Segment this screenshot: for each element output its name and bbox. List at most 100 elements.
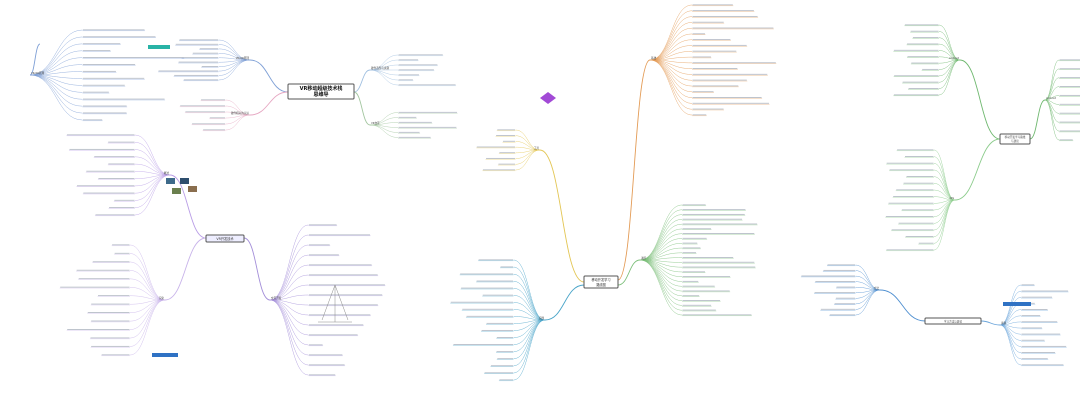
- branch-label-4-0[interactable]: 方法: [874, 286, 880, 290]
- leaf-text-line-0-0-9: [83, 92, 109, 93]
- leaf-connector-2-3-16: [514, 320, 546, 373]
- branch-label-3-0[interactable]: Android: [949, 56, 959, 60]
- leaf-text-line-3-0-1: [1060, 68, 1080, 69]
- center-title-learn-line2: 与建议: [1011, 139, 1019, 143]
- leaf-text-line-1-1-2: [93, 261, 130, 262]
- leaf-connector-3-0-11: [939, 60, 960, 95]
- center-node-advice[interactable]: 学习方法与建议: [925, 318, 981, 324]
- center-node-vrtech[interactable]: VR开发技术: [206, 235, 244, 242]
- branch-label-0-1[interactable]: 硬件相关的认识: [231, 111, 250, 115]
- branch-label-2-3[interactable]: 实践: [539, 316, 545, 320]
- leaf-text-line-0-2-4: [399, 74, 419, 75]
- svg-text:学习方法与建议: 学习方法与建议: [944, 320, 963, 324]
- leaf-text-line-2-1-14: [683, 271, 705, 272]
- leaf-text-line-3-1-5: [904, 183, 934, 184]
- leaf-connector-1-1-13: [130, 300, 165, 355]
- branch-label-1-2[interactable]: 交互开发: [271, 296, 282, 300]
- leaf-text-line-1-2-2: [309, 244, 330, 245]
- center-node-mobile[interactable]: 移动开发学习 路线图: [584, 276, 618, 288]
- leaf-connector-4-1-12: [1000, 325, 1021, 359]
- leaf-text-line-3-0-5: [907, 56, 938, 57]
- leaf-text-line-2-0-4: [693, 28, 774, 29]
- leaf-connector-2-0-16: [650, 60, 692, 98]
- leaf-text-line-0-0-7: [159, 71, 218, 72]
- leaf-text-line-4-1-2: [1022, 297, 1053, 298]
- leaf-text-line-2-3-14: [497, 358, 513, 359]
- leaf-connector-1-1-9: [130, 300, 165, 321]
- branch-label-1-0[interactable]: 概述: [164, 171, 170, 175]
- branch-label-4-1[interactable]: 资源: [1001, 321, 1007, 325]
- leaf-text-line-4-0-7: [835, 303, 855, 304]
- leaf-text-line-0-0-2: [83, 43, 120, 44]
- leaf-text-line-0-0-5: [83, 64, 135, 65]
- leaf-text-line-2-3-3: [477, 281, 513, 282]
- leaf-text-line-0-0-3: [83, 50, 110, 51]
- leaf-text-line-1-2-7: [309, 294, 382, 295]
- center-node-vr[interactable]: VR移动超级技术栈 思维导: [288, 84, 354, 99]
- leaf-connector-3-1-14: [934, 200, 955, 243]
- leaf-connector-3-0-1: [1045, 69, 1059, 100]
- branch-label-2-0[interactable]: 基础: [651, 56, 657, 60]
- leaf-connector-2-0-13: [650, 60, 692, 80]
- leaf-text-line-4-1-10: [1022, 346, 1067, 347]
- leaf-text-line-2-3-6: [451, 302, 513, 303]
- branch-label-2-1[interactable]: 进阶: [641, 256, 647, 260]
- leaf-connector-4-1-13: [1000, 325, 1021, 365]
- svg-text:VR移动超级技术栈: VR移动超级技术栈: [300, 85, 343, 92]
- leaf-text-line-1-1-4: [79, 278, 130, 279]
- leaf-connector-1-2-2: [270, 245, 309, 300]
- leaf-text-line-2-0-6: [693, 39, 731, 40]
- leaf-text-line-3-1-6: [896, 189, 933, 190]
- leaf-text-line-4-0-0: [828, 264, 855, 265]
- leaf-connector-1-0-0: [135, 135, 170, 175]
- highlight-box-blue-2: [152, 353, 178, 357]
- leaf-text-line-2-1-23: [683, 314, 752, 315]
- leaf-text-line-1-0-5: [86, 171, 134, 172]
- leaf-connector-0-2-5: [370, 70, 398, 80]
- center-title-advice: 学习方法与建议: [944, 320, 963, 324]
- leaf-text-line-4-0-5: [815, 292, 855, 293]
- branch-label-2-2[interactable]: 工具: [534, 146, 540, 150]
- leaf-text-line-0-1-4: [192, 123, 225, 124]
- leaf-text-line-2-0-14: [693, 85, 739, 86]
- leaf-text-line-3-1-14: [919, 243, 934, 244]
- leaf-connector-4-0-9: [856, 290, 881, 315]
- leaf-connector-2-1-5: [640, 229, 682, 260]
- leaf-text-line-4-1-1: [1022, 291, 1069, 292]
- leaf-text-line-4-1-9: [1022, 340, 1045, 341]
- branch-label-3-1[interactable]: iOS: [950, 196, 955, 200]
- leaf-connector-0-0-7: [219, 60, 251, 71]
- branch-label-0-3[interactable]: VR交互: [371, 121, 380, 125]
- leaf-text-line-3-0-0: [905, 24, 939, 25]
- branch-label-0-0[interactable]: VR/AR原理: [31, 71, 45, 75]
- leaf-connector-3-0-10: [939, 60, 960, 89]
- leaf-text-line-1-2-9: [309, 314, 370, 315]
- branch-label-0-0[interactable]: VR/AR原理: [236, 56, 250, 60]
- leaf-text-line-3-1-10: [886, 216, 934, 217]
- leaf-text-line-1-2-10: [309, 324, 363, 325]
- leaf-text-line-3-0-3: [1060, 86, 1080, 87]
- leaf-connector-3-1-10: [934, 200, 955, 217]
- leaf-text-line-1-1-1: [115, 253, 130, 254]
- leaf-connector-3-0-0: [1045, 60, 1059, 100]
- leaf-text-line-2-1-22: [683, 310, 716, 311]
- leaf-text-line-2-1-2: [683, 214, 745, 215]
- leaf-text-line-1-1-12: [91, 346, 129, 347]
- leaf-text-line-2-3-7: [462, 309, 513, 310]
- leaf-connector-1-1-11: [130, 300, 165, 338]
- leaf-text-line-0-2-6: [399, 84, 456, 85]
- leaf-text-line-4-0-8: [821, 309, 855, 310]
- center-node-learn[interactable]: 移动开发学习路线 与建议: [1000, 134, 1030, 144]
- leaf-text-line-1-2-5: [309, 274, 378, 275]
- branch-label-0-2[interactable]: 硬件选型与资源: [371, 66, 390, 70]
- branch-label-1-1[interactable]: 渲染: [159, 296, 165, 300]
- leaf-connector-2-2-6: [516, 150, 541, 164]
- leaf-text-line-2-0-11: [693, 68, 738, 69]
- branch-label-3-0[interactable]: Android: [1046, 96, 1056, 100]
- leaf-text-line-3-1-8: [889, 203, 934, 204]
- leaf-connector-1-0-8: [135, 175, 170, 193]
- leaf-text-line-2-0-2: [693, 16, 758, 17]
- center-title-mobile-line2: 路线图: [596, 282, 606, 287]
- leaf-text-line-2-0-16: [693, 97, 762, 98]
